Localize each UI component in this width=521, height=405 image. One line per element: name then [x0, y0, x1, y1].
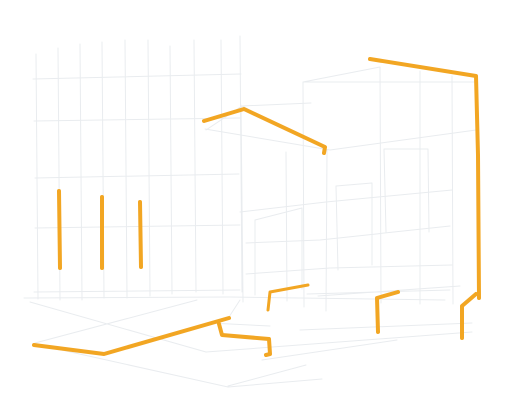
- accent-lower-left-slab: [32, 316, 231, 356]
- accent-lower-middle-bracket: [217, 322, 272, 357]
- accent-lower-right-step-2: [460, 292, 478, 340]
- accent-right-tick: [476, 148, 480, 161]
- faint-middle-horizontals: [239, 189, 473, 331]
- faint-bottom-platform: [23, 285, 473, 388]
- faint-box-edges: [254, 148, 430, 296]
- accent-top-right-frame: [368, 57, 481, 300]
- accent-left-post-3: [138, 200, 143, 269]
- accent-left-post-1: [57, 189, 62, 270]
- accent-lower-middle-step: [266, 283, 310, 312]
- accent-top-diagonal: [202, 107, 327, 155]
- faint-wireframe: [23, 35, 478, 388]
- accent-lower-right-step-1: [375, 290, 400, 334]
- faint-left-horizontals: [32, 73, 242, 293]
- faint-left-tall-frame: [35, 35, 243, 301]
- orange-accent-lines: [32, 57, 481, 357]
